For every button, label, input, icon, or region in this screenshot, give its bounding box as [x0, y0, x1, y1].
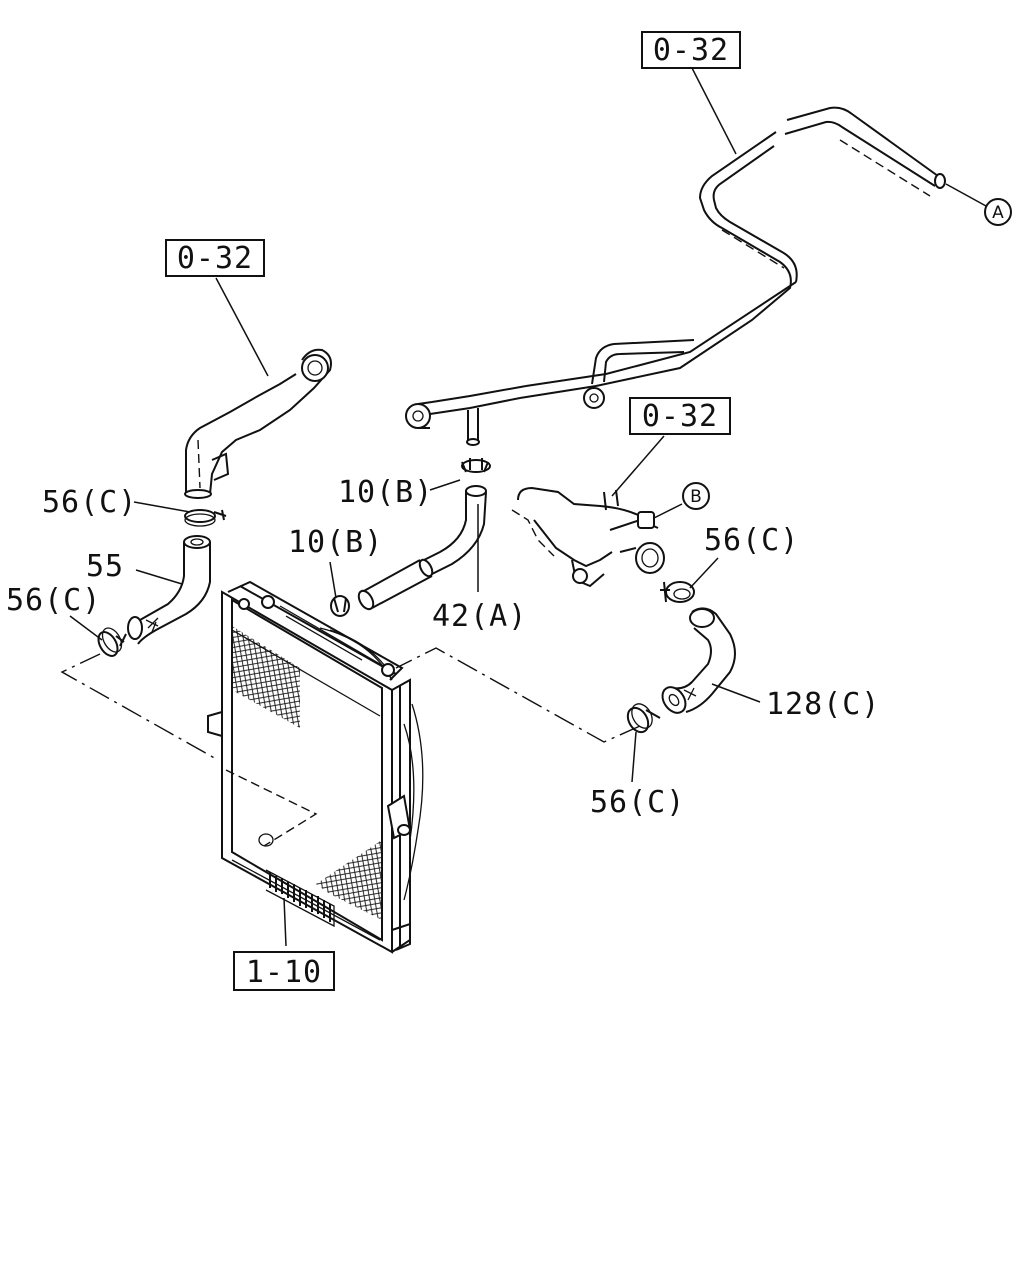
clip-lower [330, 595, 350, 617]
ref-box-top-left: 0-32 [165, 239, 265, 277]
label-clip-lower: 10(B) [288, 525, 383, 560]
hose-42 [357, 485, 487, 611]
thermostat-housing [511, 486, 683, 588]
label-clamp-lower-left: 56(C) [6, 583, 101, 618]
label-hose-42: 42(A) [432, 599, 527, 634]
hose-clamp-right-lower [626, 703, 661, 734]
ref-box-top-right: 0-32 [641, 31, 741, 69]
label-clamp-upper-left: 56(C) [42, 485, 137, 520]
connector-a-letter: A [992, 203, 1004, 223]
hose-clamp-right-upper [660, 581, 695, 603]
connector-b-marker: B [682, 482, 710, 510]
leader-lines [69, 67, 761, 947]
hose-55 [127, 535, 211, 645]
ref-box-bottom: 1-10 [233, 951, 335, 991]
clip-upper [461, 458, 491, 473]
connection-lines [60, 647, 641, 847]
label-clamp-right-lower: 56(C) [590, 785, 685, 820]
label-clamp-right-upper: 56(C) [704, 523, 799, 558]
ref-label-top-right: 0-32 [653, 33, 729, 68]
ref-box-mid-right: 0-32 [629, 397, 731, 435]
ref-label-top-left: 0-32 [177, 241, 253, 276]
label-hose-55: 55 [86, 549, 124, 584]
hose-128 [661, 607, 736, 714]
outlet-pipe [184, 348, 332, 499]
hose-clamp-upper-left [184, 509, 227, 527]
radiator [207, 580, 424, 954]
hose-clamp-lower-left [97, 627, 127, 657]
ref-label-mid-right: 0-32 [642, 399, 718, 434]
connector-a-marker: A [984, 198, 1012, 226]
label-clip-upper: 10(B) [338, 475, 433, 510]
ref-label-bottom: 1-10 [246, 955, 322, 990]
upper-coolant-pipe [405, 106, 987, 446]
connector-b-letter: B [690, 487, 702, 507]
label-hose-128: 128(C) [766, 687, 880, 722]
